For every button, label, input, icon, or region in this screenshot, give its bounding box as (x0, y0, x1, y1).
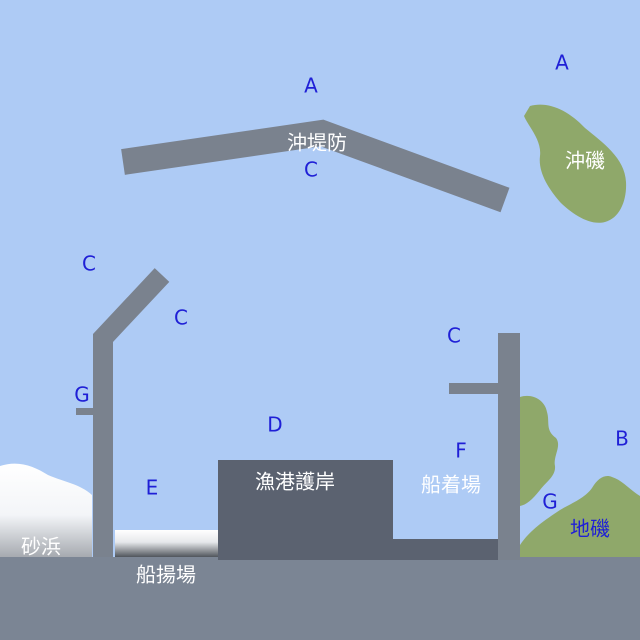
sand-beach-area (0, 463, 92, 557)
zone-f-landing: F (455, 439, 467, 463)
zone-c-left-pier-inner: C (174, 306, 188, 330)
zone-c-right-pier: C (447, 324, 461, 348)
boat-landing-label: 船着場 (421, 473, 481, 497)
shore-rock-label: 地磯 (570, 517, 610, 541)
zone-c-left-pier-top: C (82, 252, 96, 276)
right-pier-arm (449, 383, 501, 394)
zone-a-breakwater-top: A (304, 74, 318, 98)
boat-landing-quay (393, 539, 498, 560)
fishing-port-revetment (218, 460, 393, 560)
zone-d-harbor: D (267, 413, 282, 437)
left-pier-spur (76, 408, 96, 415)
breakwater-label: 沖堤防 (287, 131, 347, 155)
right-pier (498, 333, 520, 560)
offshore-rock-label: 沖磯 (565, 149, 605, 173)
zone-c-breakwater-bottom: C (304, 158, 318, 182)
shore-rock-lower (520, 476, 640, 557)
fishing-port-revetment-label: 漁港護岸 (255, 470, 335, 494)
shore-rock-upper (520, 395, 559, 506)
offshore-rock (524, 104, 627, 223)
zone-b-shore: B (615, 427, 629, 451)
boat-ramp-area (115, 530, 219, 557)
zone-g-left-pier: G (74, 383, 90, 407)
zone-e-ramp: E (146, 476, 159, 500)
left-pier (93, 268, 170, 557)
zone-g-shore-rock: G (542, 490, 558, 514)
offshore-breakwater (121, 119, 510, 213)
sand-beach-label: 砂浜 (21, 535, 61, 559)
boat-ramp-label: 船揚場 (136, 563, 196, 587)
zone-a-offshore-rock: A (555, 51, 569, 75)
land (0, 557, 640, 640)
